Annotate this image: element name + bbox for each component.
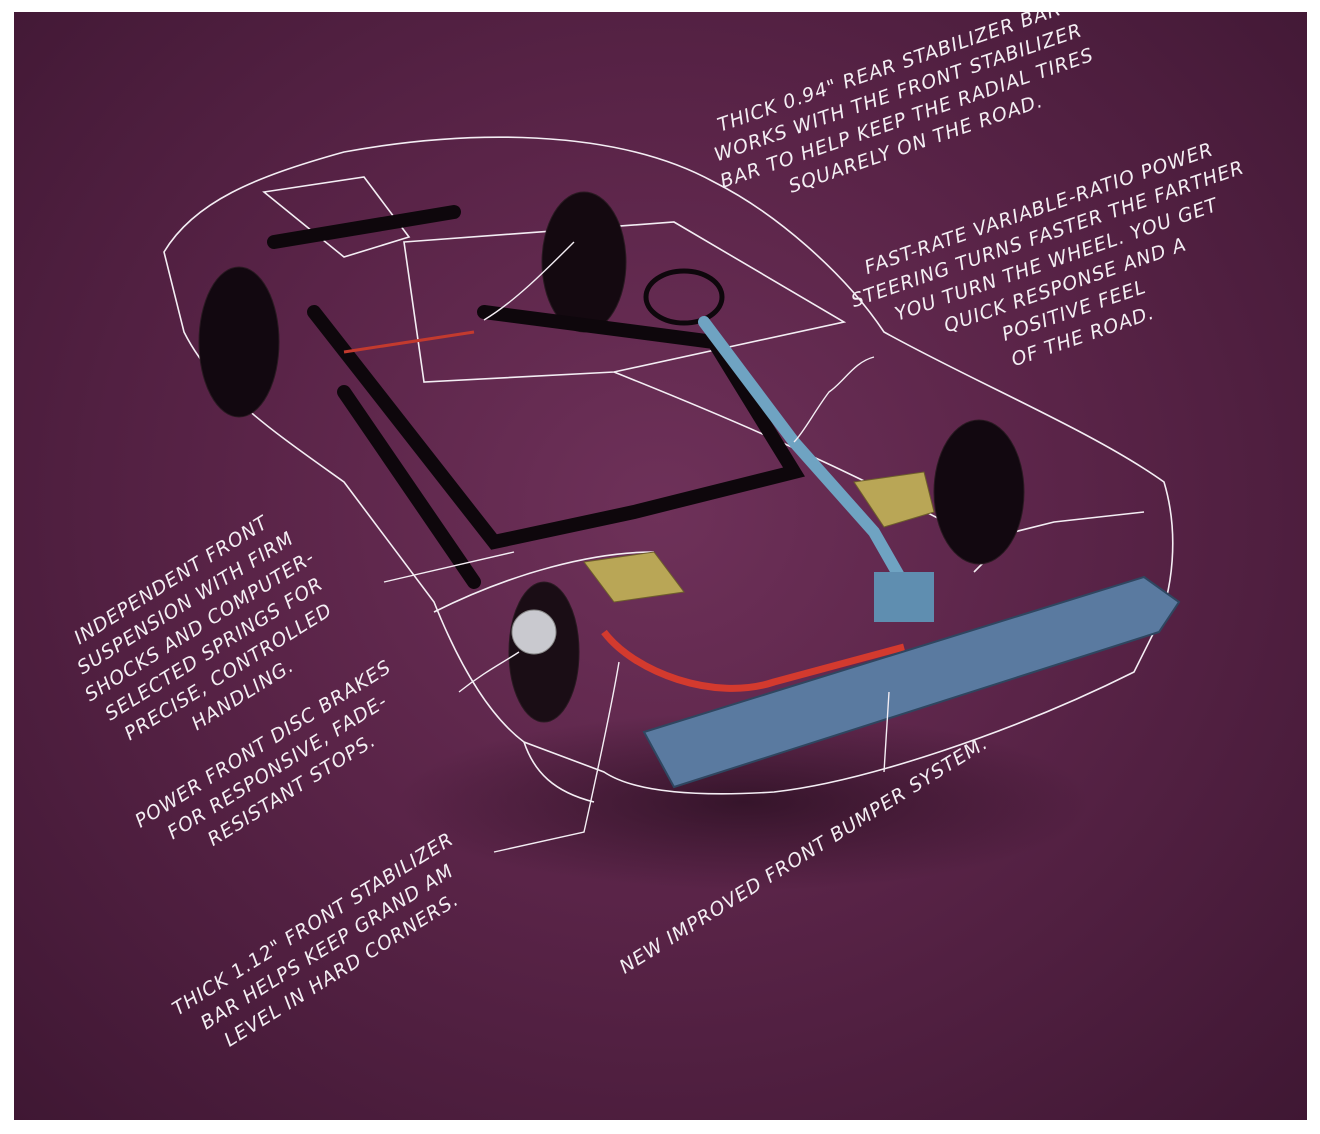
chassis-frame bbox=[267, 205, 805, 589]
disc-brake bbox=[511, 609, 557, 655]
rear-stabilizer-bar bbox=[343, 330, 475, 354]
brochure-page: THICK 0.94" REAR STABILIZER BAR WORKS WI… bbox=[14, 12, 1307, 1120]
callout-lines bbox=[383, 241, 890, 853]
steering-column bbox=[643, 268, 934, 622]
chassis-illustration bbox=[163, 136, 1181, 853]
control-arms bbox=[583, 471, 935, 603]
front-stabilizer-bar bbox=[601, 629, 905, 692]
front-bumper bbox=[642, 575, 1181, 789]
wheels bbox=[198, 191, 1025, 723]
